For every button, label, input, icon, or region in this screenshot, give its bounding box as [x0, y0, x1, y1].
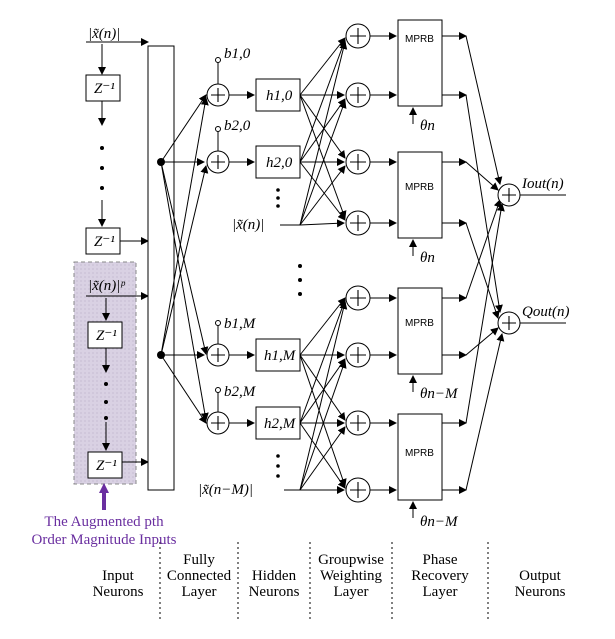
hidden-label-h1M: h1,M: [264, 348, 297, 364]
delay-box-4: [87, 451, 123, 479]
layer-4-line2: Recovery: [411, 568, 469, 584]
layer-3-line2: Weighting: [320, 568, 383, 584]
layer-0-line1: Input: [102, 568, 134, 584]
mprb-label-3: MPRB: [405, 318, 434, 329]
layer-labels: Input Neurons Fully Connected Layer Hidd…: [93, 552, 566, 600]
layer-3-line1: Groupwise: [318, 552, 384, 568]
augmented-note-line2: Order Magnitude Inputs: [32, 532, 177, 548]
input-neurons: [85, 38, 149, 479]
layer-5-line1: Output: [519, 568, 562, 584]
fc-connections: [160, 94, 209, 424]
delay-box-1: [85, 74, 121, 102]
hidden-ellipsis: [276, 188, 302, 478]
theta-label-3: θn−M: [420, 386, 459, 402]
output-label-q: Qout(n): [522, 304, 570, 320]
input-ellipsis: [100, 146, 108, 420]
bias-label-b2M: b2,M: [224, 384, 257, 400]
mid-input-label: |x̃(n)|: [232, 217, 264, 233]
layer-3-line3: Layer: [334, 584, 369, 600]
top-input-label: |x̃(n)|: [88, 26, 120, 42]
delay-box-2: [85, 227, 121, 255]
output-connections: [465, 35, 505, 491]
delay-label-3: Z⁻¹: [96, 328, 117, 344]
layer-0-line2: Neurons: [93, 584, 144, 600]
layer-1-line3: Layer: [182, 584, 217, 600]
bias-label-b20: b2,0: [224, 118, 251, 134]
layer-2-line1: Hidden: [252, 568, 297, 584]
mprb-label-1: MPRB: [405, 34, 434, 45]
hidden-neuron-boxes: [255, 78, 301, 440]
hidden-label-h10: h1,0: [266, 88, 293, 104]
layer-1-line2: Connected: [167, 568, 232, 584]
layer-4-line1: Phase: [423, 552, 458, 568]
layer-separators: [159, 542, 489, 622]
layer-5-line2: Neurons: [515, 584, 566, 600]
augmented-input-region: [73, 261, 137, 485]
augmented-input-label: |x̃(n)|ᵖ: [88, 278, 125, 294]
delay-label-4: Z⁻¹: [96, 458, 117, 474]
theta-label-4: θn−M: [420, 514, 459, 530]
bottom-input-label: |x̃(n−M)|: [198, 482, 253, 498]
augmented-note-line1: The Augmented pth: [44, 514, 164, 530]
delay-label-2: Z⁻¹: [94, 234, 115, 250]
layer-2-line2: Neurons: [249, 584, 300, 600]
mprb-label-4: MPRB: [405, 448, 434, 459]
hidden-label-h20: h2,0: [266, 155, 293, 171]
hidden-label-h2M: h2,M: [264, 416, 297, 432]
theta-label-1: θn: [420, 118, 435, 134]
bias-label-b10: b1,0: [224, 46, 251, 62]
bias-lines: [215, 57, 221, 412]
mprb-blocks: [397, 19, 443, 501]
layer-1-line1: Fully: [183, 552, 215, 568]
delay-box-3: [87, 321, 123, 349]
theta-label-2: θn: [420, 250, 435, 266]
mprb-label-2: MPRB: [405, 182, 434, 193]
groupwise-connections: [280, 37, 348, 494]
bias-label-b1M: b1,M: [224, 316, 257, 332]
delay-label-1: Z⁻¹: [94, 81, 115, 97]
fully-connected-bar: [147, 45, 175, 491]
layer-4-line3: Layer: [423, 584, 458, 600]
output-label-i: Iout(n): [521, 176, 564, 192]
